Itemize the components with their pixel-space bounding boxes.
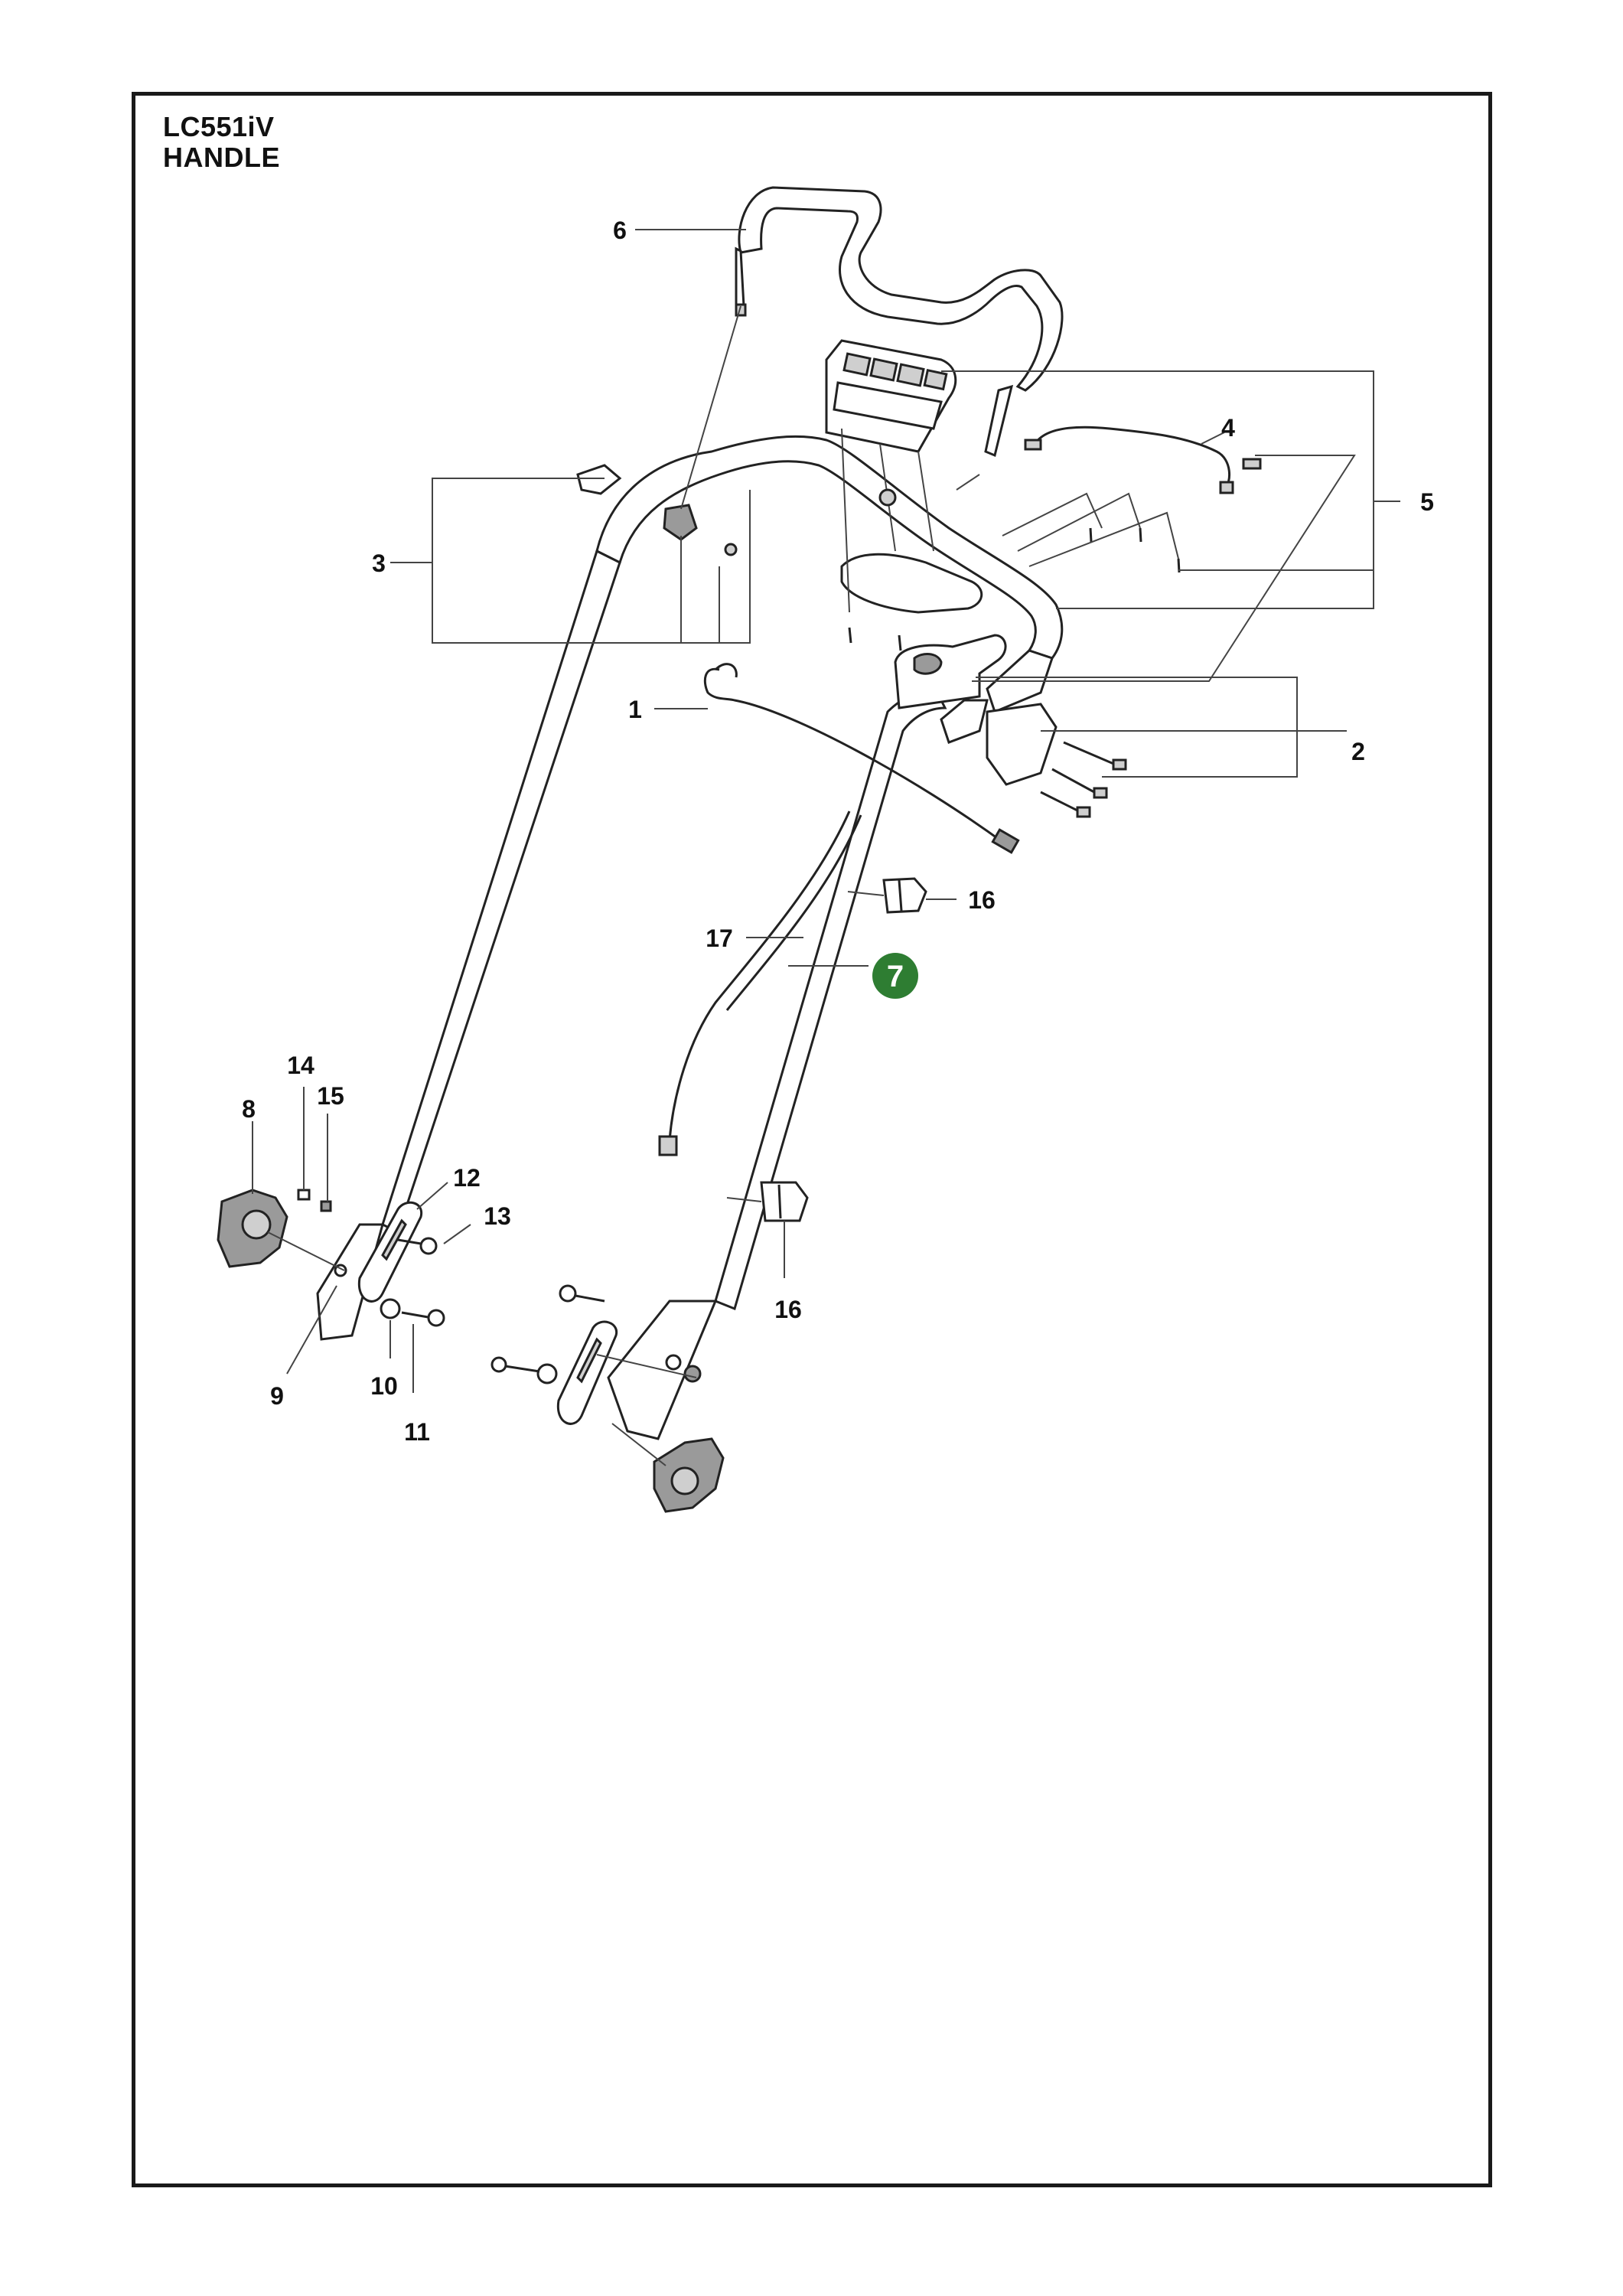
callout-3: 3 (372, 550, 386, 577)
wire-harness (1024, 426, 1262, 494)
upper-handle-bar (735, 186, 1064, 458)
callout-16-upper: 16 (968, 886, 996, 914)
right-adjustment-hardware (490, 1284, 725, 1513)
callout-4: 4 (1221, 414, 1235, 442)
left-adjustment-hardware (217, 1189, 445, 1327)
highlighted-callout-7: 7 (872, 953, 918, 999)
callout-16-lower: 16 (774, 1296, 802, 1323)
callout-labels: 1 2 3 4 5 6 8 9 10 11 12 13 14 15 16 16 … (242, 217, 1434, 1446)
section-title: HANDLE (163, 142, 280, 173)
callout-1: 1 (628, 696, 642, 723)
callout-7: 7 (887, 960, 904, 993)
callout-17: 17 (706, 925, 733, 952)
callout-5: 5 (1420, 488, 1434, 516)
model-title: LC551iV (163, 111, 275, 142)
callout-13: 13 (484, 1202, 511, 1230)
callout-15: 15 (317, 1082, 344, 1110)
callout-11: 11 (404, 1418, 430, 1446)
handle-clip (576, 464, 738, 556)
cable-17 (658, 810, 862, 1156)
diagram-frame (132, 92, 1492, 2187)
callout-10: 10 (370, 1372, 398, 1400)
control-cable (703, 663, 1020, 854)
leader-lines (252, 229, 1400, 1393)
callout-14: 14 (287, 1052, 314, 1079)
main-handle-frame (316, 435, 1064, 1440)
cable-clip-lower (760, 1181, 809, 1222)
cable-clip-upper (882, 877, 927, 914)
callout-12: 12 (453, 1164, 481, 1192)
highlight-badge (872, 953, 918, 999)
callout-2: 2 (1351, 738, 1365, 765)
safety-lever-assembly (894, 634, 1127, 818)
callout-8: 8 (242, 1095, 256, 1123)
callout-6: 6 (613, 217, 627, 244)
control-panel-assembly (825, 339, 1181, 651)
callout-9: 9 (270, 1382, 284, 1410)
